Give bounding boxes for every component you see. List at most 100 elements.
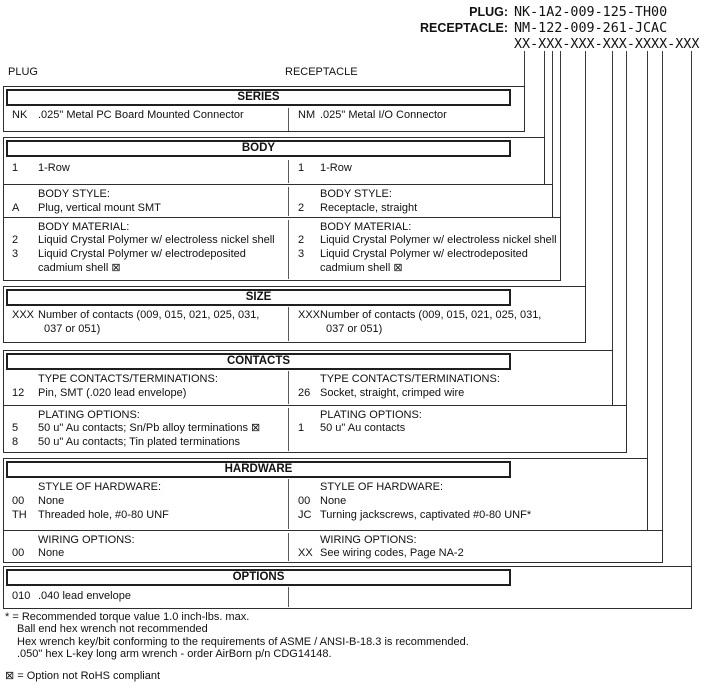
desc-cell: Receptacle, straight [320,202,418,214]
body-header: BODY [6,140,511,157]
leader-line-hardware [646,51,648,531]
column-heading-receptacle: RECEPTACLE [285,66,358,78]
section-body-style: BODY STYLE: BODY STYLE: A Plug, vertical… [3,184,553,218]
desc-cell: Liquid Crystal Polymer w/ electrodeposit… [320,248,528,260]
desc-cell: 1-Row [38,162,70,174]
code-cell: 12 [12,387,25,399]
code-cell: 1 [298,422,305,434]
column-divider [288,371,289,404]
desc-cell: Threaded hole, #0-80 UNF [38,509,169,521]
sub-label: PLATING OPTIONS: [38,409,140,421]
desc-cell: Number of contacts (009, 015, 021, 025, … [38,309,260,321]
code-cell: 00 [298,495,311,507]
hardware-header: HARDWARE [6,461,511,478]
options-header: OPTIONS [6,569,511,586]
desc-cell: 037 or 051) [44,323,101,335]
desc-cell: Liquid Crystal Polymer w/ electroless ni… [320,234,557,246]
desc-cell: Liquid Crystal Polymer w/ electroless ni… [38,234,275,246]
desc-cell: None [38,547,65,559]
sub-label: PLATING OPTIONS: [320,409,422,421]
section-wiring: WIRING OPTIONS: WIRING OPTIONS: 00 None … [3,530,663,563]
code-cell: 00 [12,547,25,559]
desc-cell: 1-Row [320,162,352,174]
desc-cell: None [38,495,65,507]
column-divider [288,408,289,451]
section-options: OPTIONS 010 .040 lead envelope [3,566,692,609]
leader-line-wiring [661,51,663,563]
sub-label: WIRING OPTIONS: [38,534,135,546]
sub-label: BODY MATERIAL: [38,221,130,233]
column-heading-plug: PLUG [8,66,38,78]
receptacle-part-number-value: NM-122-009-261-JCAC [514,21,668,36]
code-cell: 3 [12,248,19,260]
section-body: BODY 1 1-Row 1 1-Row [3,137,545,185]
code-cell: 3 [298,248,305,260]
desc-cell: 50 u" Au contacts [320,422,406,434]
sub-label: STYLE OF HARDWARE: [320,481,444,493]
leader-line-body-material [559,51,561,281]
receptacle-part-number-label: RECEPTACLE: [420,21,508,35]
code-cell: 26 [298,387,311,399]
section-size: SIZE XXX Number of contacts (009, 015, 0… [3,286,586,343]
desc-cell: None [320,495,347,507]
code-cell: 2 [12,234,19,246]
column-divider [288,533,289,561]
code-cell: 00 [12,495,25,507]
column-divider [288,479,289,529]
column-divider [288,160,289,183]
desc-cell: 037 or 051) [326,323,383,335]
desc-cell: cadmium shell ⊠ [320,262,403,274]
leader-line-size [584,51,586,343]
desc-cell: .025" Metal I/O Connector [320,109,447,121]
part-number-mask: XX-XXX-XXX-XXX-XXXX-XXX [514,37,700,52]
code-cell: XXX [12,309,35,321]
sub-label: WIRING OPTIONS: [320,534,417,546]
section-hardware: HARDWARE STYLE OF HARDWARE: STYLE OF HAR… [3,458,648,531]
code-cell: 2 [298,202,305,214]
torque-footnote: * = Recommended torque value 1.0 inch-lb… [5,611,469,661]
desc-cell: Plug, vertical mount SMT [38,202,161,214]
sub-label: STYLE OF HARDWARE: [38,481,162,493]
plug-part-number-label: PLUG: [469,5,508,19]
code-cell: 2 [298,234,305,246]
desc-cell: Number of contacts (009, 015, 021, 025, … [320,309,542,321]
section-series: SERIES NK .025" Metal PC Board Mounted C… [3,86,525,132]
desc-cell: .040 lead envelope [38,590,131,602]
sub-label: TYPE CONTACTS/TERMINATIONS: [38,373,218,385]
desc-cell: 50 u" Au contacts; Sn/Pb alloy terminati… [38,422,261,434]
column-divider [288,307,289,341]
code-cell: A [12,202,20,214]
desc-cell: See wiring codes, Page NA-2 [320,547,464,559]
desc-cell: Liquid Crystal Polymer w/ electrodeposit… [38,248,246,260]
desc-cell: Socket, straight, crimped wire [320,387,465,399]
code-cell: JC [298,509,312,521]
code-cell: NK [12,109,28,121]
column-divider [288,187,289,216]
code-cell: NM [298,109,316,121]
column-divider [288,220,289,279]
code-cell: XXX [298,309,321,321]
leader-line-plating [625,51,627,453]
desc-cell: Turning jackscrews, captivated #0-80 UNF… [320,509,532,521]
series-header: SERIES [6,89,511,106]
leader-line-body-style [551,51,553,218]
section-plating: PLATING OPTIONS: PLATING OPTIONS: 5 50 u… [3,405,627,453]
column-divider [288,108,289,131]
leader-line-contact-type [611,51,613,406]
plug-part-number-value: NK-1A2-009-125-TH00 [514,5,668,20]
code-cell: XX [298,547,313,559]
code-cell: 010 [12,590,31,602]
section-contacts: CONTACTS TYPE CONTACTS/TERMINATIONS: TYP… [3,350,613,406]
section-body-material: BODY MATERIAL: BODY MATERIAL: 2 Liquid C… [3,217,561,281]
code-cell: TH [12,509,27,521]
leader-line-options [690,51,692,609]
code-cell: 1 [12,162,19,174]
code-cell: 5 [12,422,19,434]
size-header: SIZE [6,289,511,306]
desc-cell: Pin, SMT (.020 lead envelope) [38,387,187,399]
sub-label: BODY STYLE: [38,188,110,200]
column-divider [288,587,289,607]
desc-cell: cadmium shell ⊠ [38,262,121,274]
code-cell: 1 [298,162,305,174]
